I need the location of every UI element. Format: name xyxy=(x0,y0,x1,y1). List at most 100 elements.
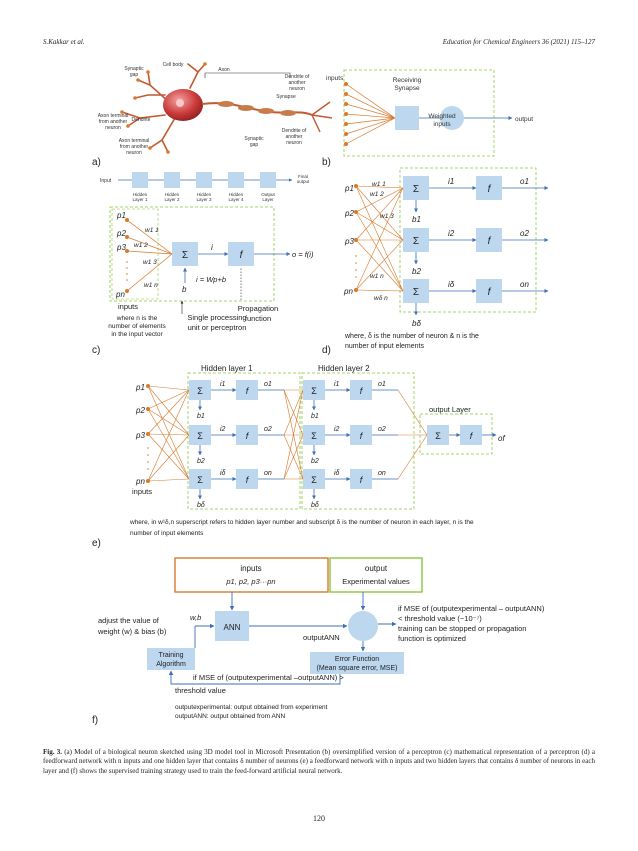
panel-label-e: e) xyxy=(92,538,101,549)
neuron-boxes-e xyxy=(189,380,482,489)
svg-text:p1: p1 xyxy=(116,211,126,220)
svg-text:p3: p3 xyxy=(344,237,354,246)
panel-b-frame xyxy=(343,69,495,157)
svg-text:Σ: Σ xyxy=(197,386,203,396)
svg-text:on: on xyxy=(520,280,529,289)
sum-box-c xyxy=(172,242,198,266)
svg-text:Σ: Σ xyxy=(197,475,203,485)
svg-text:bδ: bδ xyxy=(412,319,421,328)
label-input-c: Input xyxy=(100,178,112,184)
output-eq-c: o = f(i) xyxy=(292,250,314,259)
axon-bracket xyxy=(204,72,291,78)
caption-label: Fig. 3. xyxy=(43,748,62,756)
label-wb: w,b xyxy=(190,613,201,622)
svg-text:i2: i2 xyxy=(448,229,455,238)
label-output-sub-f: Experimental values xyxy=(342,577,410,586)
inputs-frame xyxy=(111,208,159,300)
arrows-e xyxy=(198,388,497,500)
svg-text:b1: b1 xyxy=(197,413,205,420)
svg-text:o2: o2 xyxy=(264,426,272,433)
svg-text:p3: p3 xyxy=(116,243,126,252)
inputs-box-f xyxy=(174,557,329,593)
panel-label-d: d) xyxy=(322,345,331,356)
svg-text:Σ: Σ xyxy=(311,475,317,485)
output-box-f xyxy=(329,557,423,593)
label-synapse: Synapse xyxy=(276,94,296,100)
svg-text:f: f xyxy=(246,475,250,485)
svg-text:Σ: Σ xyxy=(311,386,317,396)
svg-text:f: f xyxy=(470,431,474,441)
svg-text:o2: o2 xyxy=(378,426,386,433)
panel-label-b: b) xyxy=(322,157,331,168)
label-if-mse-right: if MSE of (outputexperimental – outputAN… xyxy=(398,604,545,643)
svg-text:o1: o1 xyxy=(520,177,529,186)
svg-text:f: f xyxy=(246,386,250,396)
svg-text:bδ: bδ xyxy=(311,502,319,509)
summation-node-b xyxy=(440,106,464,130)
svg-text:pn: pn xyxy=(115,290,125,299)
running-header-authors: S.Kakkar et al. xyxy=(43,38,85,46)
svg-text:f: f xyxy=(360,386,364,396)
dendrites xyxy=(121,63,206,153)
svg-text:i1: i1 xyxy=(220,381,226,388)
svg-text:p1: p1 xyxy=(344,184,354,193)
svg-text:w1 3: w1 3 xyxy=(143,259,157,266)
svg-text:i2: i2 xyxy=(334,426,340,433)
label-dendrite: Dendrite xyxy=(132,117,151,123)
hidden-1-frame xyxy=(187,372,301,510)
svg-text:o1: o1 xyxy=(378,381,386,388)
panel-f: f) inputs p1, p2, p3···pn output Experim… xyxy=(92,557,545,726)
svg-text:b1: b1 xyxy=(311,413,319,420)
label-inputs-f: inputs xyxy=(240,564,261,573)
sum-symbols-e: ΣΣΣ ΣΣΣ Σ xyxy=(197,386,441,485)
svg-text:Σ: Σ xyxy=(311,431,317,441)
label-hidden-1: Hidden layer 1 xyxy=(201,364,253,373)
sum-symbol-c: Σ xyxy=(182,250,188,261)
svg-text:p3: p3 xyxy=(135,431,145,440)
svg-text:p2: p2 xyxy=(135,406,145,415)
svg-text:f: f xyxy=(360,431,364,441)
equation-c: i = Wp+b xyxy=(196,275,226,284)
svg-text:w1 1: w1 1 xyxy=(145,227,159,234)
hidden-2-frame xyxy=(301,372,415,510)
w-labels-d: w1 1 w1 2 w1 3 w1 n wδ n xyxy=(370,181,394,302)
label-output-b: output xyxy=(515,116,533,123)
label-axon: Axon xyxy=(218,67,230,73)
svg-text:w1 n: w1 n xyxy=(144,282,158,289)
note-d: where, δ is the number of neuron & n is … xyxy=(344,333,479,350)
ann-box xyxy=(215,611,249,641)
caption-text: (a) Model of a biological neuron sketche… xyxy=(43,748,595,775)
svg-text:f: f xyxy=(246,431,250,441)
note-e: where, in w¹δ,n superscript refers to hi… xyxy=(129,519,474,537)
label-cell-body: Cell body xyxy=(163,62,184,68)
svg-text:w1 n: w1 n xyxy=(370,273,384,280)
panel-label-a: a) xyxy=(92,157,101,168)
p-labels-c: p1 p2 p3 pn xyxy=(115,211,126,299)
layer-boxes xyxy=(132,172,276,188)
neuron-boxes-d xyxy=(403,176,502,303)
svg-text:on: on xyxy=(264,470,272,477)
legend-f: outputexperimental: output obtained from… xyxy=(175,704,328,720)
f-box-c xyxy=(228,242,254,266)
input-dots-d xyxy=(354,184,358,292)
label-inputs-b: inputs xyxy=(326,75,344,82)
svg-text:Σ: Σ xyxy=(197,431,203,441)
svg-text:f: f xyxy=(488,236,492,247)
label-inputs-c: inputs xyxy=(118,302,138,311)
w-labels-c: w1 1 w1 2 w1 3 w1 n xyxy=(134,227,159,289)
panel-label-c: c) xyxy=(92,345,100,356)
myelin-sheath xyxy=(218,101,296,116)
